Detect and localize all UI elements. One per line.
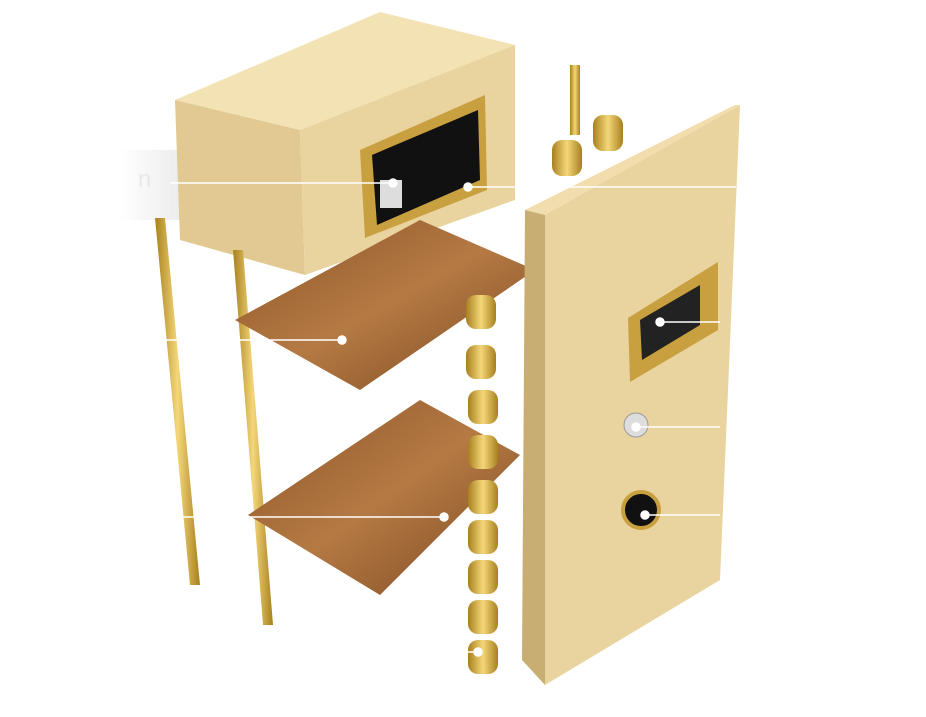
fingerprint-reader <box>380 180 402 208</box>
inner-box <box>175 12 515 275</box>
callout-lines <box>150 178 736 657</box>
rail-left <box>155 218 200 585</box>
callout-label-fragment: n <box>138 166 152 193</box>
safe-door <box>522 105 740 685</box>
rail-top <box>570 65 580 135</box>
shelf-bottom <box>248 400 520 595</box>
locking-bolts <box>466 115 623 674</box>
knob <box>621 490 661 530</box>
rail-middle <box>233 250 273 625</box>
shelf-top <box>235 220 535 390</box>
